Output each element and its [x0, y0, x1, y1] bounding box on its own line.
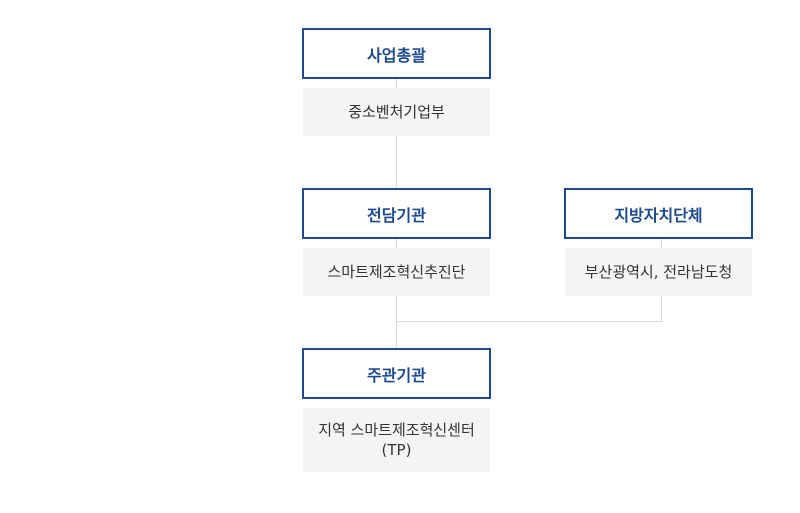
node-overall-desc: 중소벤처기업부 — [303, 88, 490, 136]
node-agency-title: 전담기관 — [302, 188, 491, 239]
node-overall-title: 사업총괄 — [302, 28, 491, 79]
connector-horizontal — [396, 321, 662, 322]
node-host-desc-line2: (TP) — [381, 441, 412, 459]
node-local-desc: 부산광역시, 전라남도청 — [565, 248, 752, 296]
node-local-title: 지방자치단체 — [564, 188, 753, 239]
node-host-desc-lines: 지역 스마트제조혁신센터 (TP) — [318, 420, 475, 460]
node-host-desc-line1: 지역 스마트제조혁신센터 — [318, 421, 475, 439]
node-agency-desc: 스마트제조혁신추진단 — [303, 248, 490, 296]
node-host-title: 주관기관 — [302, 348, 491, 399]
node-host-desc: 지역 스마트제조혁신센터 (TP) — [303, 408, 490, 472]
